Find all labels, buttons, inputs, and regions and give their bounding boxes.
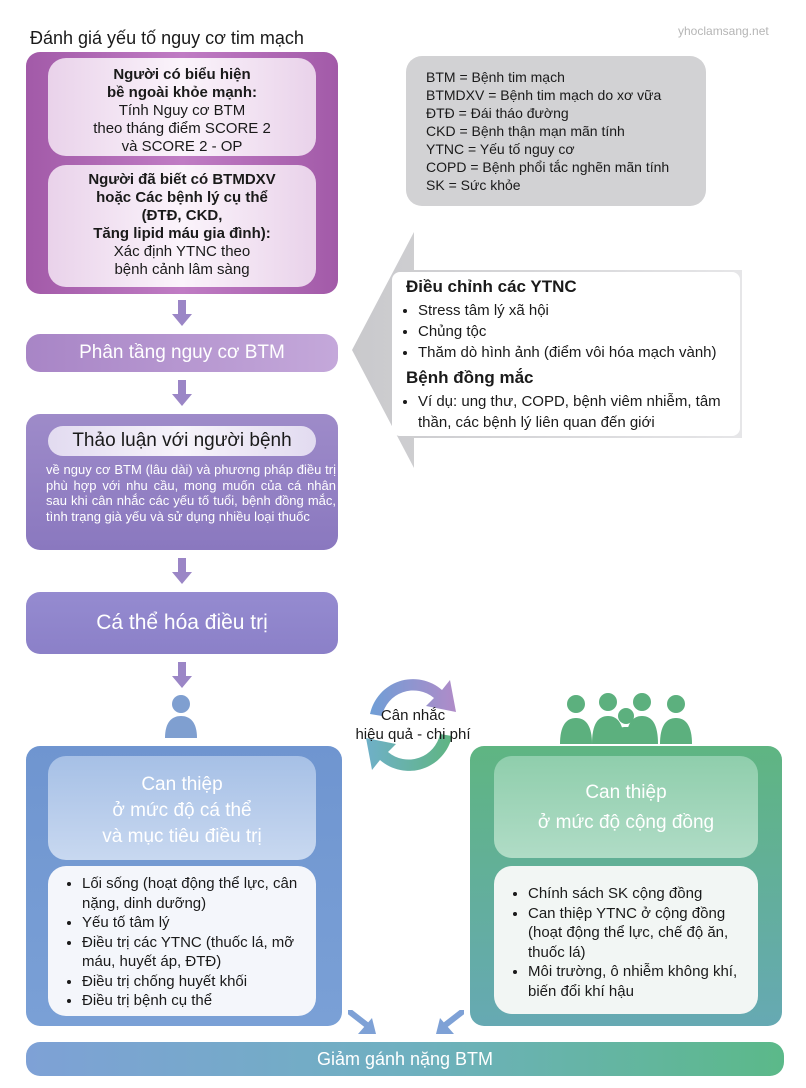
list-item: Điều trị chống huyết khối bbox=[82, 972, 310, 992]
individual-title-line: Can thiệp bbox=[141, 774, 223, 795]
modifier-item: Thăm dò hình ảnh (điểm vôi hóa mạch vành… bbox=[418, 342, 740, 363]
legend-item: SK = Sức khỏe bbox=[426, 177, 521, 193]
box1-plain-2: theo tháng điểm SCORE 2 bbox=[93, 120, 271, 137]
community-title-line: Can thiệp bbox=[585, 782, 667, 803]
legend-item: ĐTĐ = Đái tháo đường bbox=[426, 105, 569, 121]
list-item: Lối sống (hoạt động thể lực, cân nặng, d… bbox=[82, 874, 310, 913]
box2-bold-4: Tăng lipid máu gia đình): bbox=[93, 225, 271, 242]
legend-item: CKD = Bệnh thận mạn mãn tính bbox=[426, 123, 625, 139]
legend-item: BTM = Bệnh tim mạch bbox=[426, 69, 565, 85]
down-arrow-icon bbox=[172, 300, 192, 328]
discussion-title: Thảo luận với người bệnh bbox=[48, 426, 316, 456]
individual-title-line: và mục tiêu điều trị bbox=[102, 826, 262, 847]
abbreviation-legend: BTM = Bệnh tim mạch BTMDXV = Bệnh tim mạ… bbox=[406, 56, 706, 206]
list-item: Điều trị các YTNC (thuốc lá, mỡ máu, huy… bbox=[82, 933, 310, 972]
down-arrow-icon bbox=[172, 662, 192, 690]
individualize-treatment-bar: Cá thể hóa điều trị bbox=[26, 592, 338, 654]
person-icon bbox=[165, 695, 197, 738]
community-list: Chính sách SK cộng đồng Can thiệp YTNC ở… bbox=[494, 866, 758, 1014]
reduce-burden-bar: Giảm gánh nặng BTM bbox=[26, 1042, 784, 1076]
risk-stratification-bar: Phân tầng nguy cơ BTM bbox=[26, 334, 338, 372]
box1-plain-1: Tính Nguy cơ BTM bbox=[118, 102, 246, 119]
assessment-panel: Người có biểu hiện bề ngoài khỏe mạnh: T… bbox=[26, 52, 338, 294]
down-arrow-icon bbox=[172, 380, 192, 408]
cost-line-2: hiệu quả - chi phí bbox=[355, 726, 471, 743]
list-item: Can thiệp YTNC ở cộng đồng (hoạt động th… bbox=[528, 904, 754, 963]
box1-bold-2: bề ngoài khỏe mạnh: bbox=[106, 84, 257, 101]
community-intervention-panel: Can thiệp ở mức độ cộng đồng Chính sách … bbox=[470, 746, 782, 1026]
box2-plain-2: bệnh cảnh lâm sàng bbox=[114, 261, 250, 278]
arrow-down-left-icon bbox=[436, 1010, 464, 1034]
individual-title-line: ở mức độ cá thể bbox=[112, 800, 252, 821]
legend-item: YTNC = Yếu tố nguy cơ bbox=[426, 141, 575, 157]
down-arrow-icon bbox=[172, 558, 192, 586]
community-title: Can thiệp ở mức độ cộng đồng bbox=[494, 756, 758, 858]
group-people-icon bbox=[560, 693, 692, 744]
individual-title: Can thiệp ở mức độ cá thể và mục tiêu đi… bbox=[48, 756, 316, 860]
modifier-item: Stress tâm lý xã hội bbox=[418, 300, 740, 321]
page-title: Đánh giá yếu tố nguy cơ tim mạch bbox=[30, 28, 304, 48]
modifiers-heading: Điều chỉnh các YTNC bbox=[406, 277, 577, 296]
individual-intervention-panel: Can thiệp ở mức độ cá thể và mục tiêu đi… bbox=[26, 746, 342, 1026]
box2-bold-1: Người đã biết có BTMDXV bbox=[88, 171, 276, 188]
discussion-text: về nguy cơ BTM (lâu dài) và phương pháp … bbox=[46, 462, 336, 524]
box1-bold-1: Người có biểu hiện bbox=[113, 66, 251, 83]
cost-effectiveness-label: Cân nhắc hiệu quả - chi phí bbox=[334, 706, 492, 744]
left-arrow-icon bbox=[352, 232, 742, 468]
box2-plain-1: Xác định YTNC theo bbox=[113, 243, 251, 260]
known-disease-box: Người đã biết có BTMDXV hoặc Các bệnh lý… bbox=[48, 165, 316, 287]
individual-list: Lối sống (hoạt động thể lực, cân nặng, d… bbox=[48, 866, 316, 1016]
comorbidity-heading: Bệnh đồng mắc bbox=[406, 368, 534, 387]
list-item: Chính sách SK cộng đồng bbox=[528, 884, 754, 904]
watermark: yhoclamsang.net bbox=[678, 24, 769, 38]
arrow-down-right-icon bbox=[348, 1010, 376, 1034]
comorbidity-item: Ví dụ: ung thư, COPD, bệnh viêm nhiễm, t… bbox=[418, 391, 740, 433]
box2-bold-2: hoặc Các bệnh lý cụ thể bbox=[96, 189, 268, 206]
box1-plain-3: và SCORE 2 - OP bbox=[121, 138, 243, 155]
cycle-arrows-icon bbox=[366, 679, 456, 771]
legend-item: COPD = Bệnh phổi tắc nghẽn mãn tính bbox=[426, 159, 670, 175]
list-item: Yếu tố tâm lý bbox=[82, 913, 310, 933]
community-title-line: ở mức độ cộng đồng bbox=[537, 812, 715, 833]
modifier-item: Chủng tộc bbox=[418, 321, 740, 342]
discussion-panel: Thảo luận với người bệnh về nguy cơ BTM … bbox=[26, 414, 338, 550]
legend-item: BTMDXV = Bệnh tim mạch do xơ vữa bbox=[426, 87, 662, 103]
list-item: Môi trường, ô nhiễm không khí, biến đổi … bbox=[528, 962, 754, 1001]
risk-modifiers: Điều chỉnh các YTNC Stress tâm lý xã hội… bbox=[400, 276, 740, 437]
list-item: Điều trị bệnh cụ thể bbox=[82, 991, 310, 1011]
healthy-people-box: Người có biểu hiện bề ngoài khỏe mạnh: T… bbox=[48, 58, 316, 156]
cost-line-1: Cân nhắc bbox=[380, 707, 446, 724]
box2-bold-3: (ĐTĐ, CKD, bbox=[141, 207, 223, 224]
